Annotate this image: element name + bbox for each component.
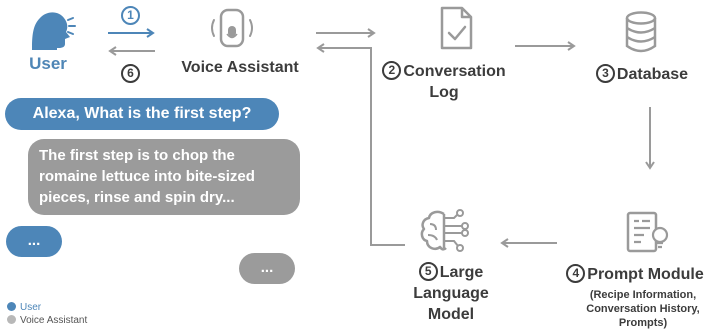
prompt-module-details: (Recipe Information, Conversation Histor… — [586, 289, 700, 329]
log-document-icon — [436, 6, 476, 57]
voice-assistant-icon — [208, 8, 256, 55]
voice-assistant-label: Voice Assistant — [181, 59, 299, 76]
user-color-swatch — [7, 302, 16, 311]
user-ellipsis-bubble: ... — [6, 226, 62, 257]
assistant-ellipsis-bubble: ... — [239, 253, 295, 284]
step-4-badge: 4 — [566, 264, 586, 283]
user-label: User — [29, 54, 67, 73]
step-2-badge: 2 — [382, 61, 402, 80]
arrow-llm-to-assistant — [316, 43, 405, 246]
user-message-bubble: Alexa, What is the first step? — [5, 98, 279, 130]
brain-network-icon — [418, 208, 474, 259]
prompt-module-icon — [625, 210, 671, 263]
assistant-message-bubble: The first step is to chop the romaine le… — [28, 139, 300, 215]
user-speaking-icon — [32, 12, 76, 51]
legend-item-user: User — [7, 302, 87, 313]
legend: User Voice Assistant — [7, 302, 87, 326]
step-1-badge: 1 — [121, 6, 142, 26]
step-3-badge: 3 — [595, 64, 615, 83]
assistant-color-swatch — [7, 315, 16, 324]
step-5-badge: 5 — [418, 262, 438, 281]
database-icon — [623, 10, 659, 59]
step-6-badge: 6 — [121, 64, 142, 84]
legend-item-voice-assistant: Voice Assistant — [7, 315, 87, 326]
user-node — [24, 6, 76, 55]
